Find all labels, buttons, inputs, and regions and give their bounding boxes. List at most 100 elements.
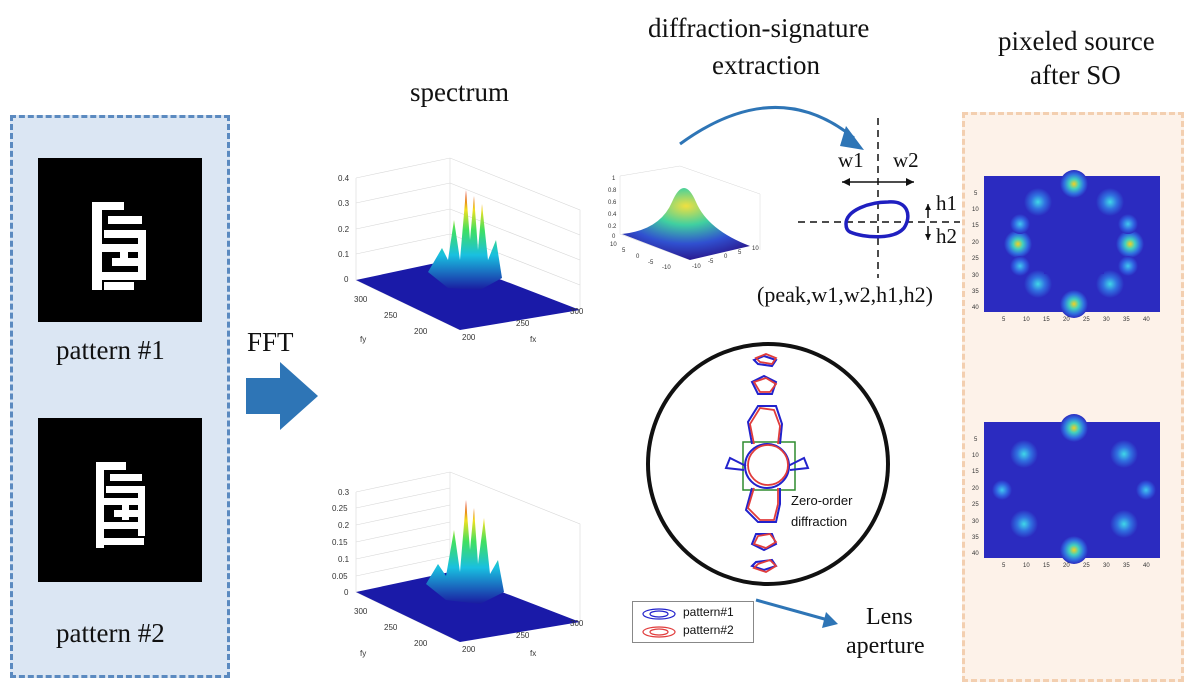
lens-label-line1: Lens — [866, 604, 913, 630]
zero-order-label-line2: diffraction — [791, 514, 848, 529]
svg-text:200: 200 — [414, 327, 428, 336]
svg-text:30: 30 — [1103, 317, 1110, 323]
spectrum-plot-top: 0.4 0.3 0.2 0.1 0 300 250 200 fy 200 250… — [338, 157, 584, 344]
source-map-bottom: 5 10 15 20 25 30 35 40 5 10 15 20 25 30 … — [972, 414, 1160, 569]
svg-text:20: 20 — [1063, 317, 1070, 323]
svg-text:30: 30 — [1103, 563, 1110, 569]
svg-text:10: 10 — [610, 242, 617, 248]
svg-text:10: 10 — [972, 207, 979, 213]
svg-text:20: 20 — [1063, 563, 1070, 569]
svg-text:10: 10 — [1023, 563, 1030, 569]
svg-text:0: 0 — [724, 254, 728, 260]
svg-text:-10: -10 — [692, 264, 701, 270]
svg-text:0.4: 0.4 — [338, 174, 350, 183]
svg-text:1: 1 — [612, 176, 616, 182]
svg-text:40: 40 — [972, 551, 979, 557]
pixeled-title-line1: pixeled source — [998, 26, 1155, 56]
svg-text:0.6: 0.6 — [608, 200, 617, 206]
svg-text:0: 0 — [612, 234, 616, 240]
signature-contour — [844, 200, 910, 239]
legend-swatches — [642, 608, 676, 638]
svg-text:0.3: 0.3 — [338, 199, 350, 208]
lens-aperture-diagram — [646, 342, 890, 586]
svg-text:10: 10 — [752, 246, 759, 252]
w2-label: w2 — [893, 148, 919, 172]
lens-label-line2: aperture — [846, 633, 925, 659]
svg-text:25: 25 — [972, 502, 979, 508]
svg-text:fy: fy — [360, 335, 366, 344]
svg-text:15: 15 — [1043, 563, 1050, 569]
pixeled-title-line2: after SO — [1030, 60, 1121, 90]
spectrum-bottom-peak — [426, 500, 504, 604]
curved-arrow-icon — [679, 105, 864, 150]
svg-text:0: 0 — [636, 254, 640, 260]
svg-text:0.1: 0.1 — [338, 555, 350, 564]
svg-text:5: 5 — [622, 248, 626, 254]
contour-legend: pattern#1 pattern#2 — [632, 601, 754, 643]
svg-text:200: 200 — [462, 645, 476, 654]
diffraction-title-line2: extraction — [712, 50, 820, 80]
svg-text:5: 5 — [974, 191, 978, 197]
svg-text:25: 25 — [1083, 317, 1090, 323]
svg-text:200: 200 — [414, 639, 428, 648]
svg-text:30: 30 — [972, 519, 979, 525]
svg-text:fx: fx — [530, 335, 536, 344]
svg-text:250: 250 — [384, 623, 398, 632]
svg-text:300: 300 — [570, 307, 584, 316]
pattern-2-image — [38, 418, 202, 582]
svg-text:0.4: 0.4 — [608, 212, 617, 218]
svg-text:10: 10 — [1023, 317, 1030, 323]
spectrum-top-base — [356, 260, 580, 330]
svg-text:5: 5 — [738, 250, 742, 256]
svg-text:0.25: 0.25 — [332, 504, 348, 513]
pattern-1-image — [38, 158, 202, 322]
legend-pattern2: pattern#2 — [683, 623, 734, 637]
svg-text:fx: fx — [530, 649, 536, 658]
svg-text:40: 40 — [972, 305, 979, 311]
gaussian-plot: 1 0.8 0.6 0.4 0.2 0 10 5 0 -5 -10 -10 -5… — [608, 165, 761, 271]
svg-text:250: 250 — [516, 319, 530, 328]
zero-order-label-line1: Zero-order — [791, 493, 853, 508]
svg-text:5: 5 — [974, 437, 978, 443]
svg-text:10: 10 — [972, 453, 979, 459]
spectrum-plot-bottom: 0.3 0.25 0.2 0.15 0.1 0.05 0 300 250 200… — [332, 471, 584, 658]
svg-text:0.15: 0.15 — [332, 538, 348, 547]
svg-text:300: 300 — [354, 607, 368, 616]
svg-text:5: 5 — [1002, 317, 1006, 323]
svg-text:35: 35 — [972, 535, 979, 541]
signature-diagram — [798, 118, 960, 278]
pattern-1-glyph — [92, 202, 146, 290]
svg-text:40: 40 — [1143, 317, 1150, 323]
spectrum-title: spectrum — [410, 77, 509, 107]
svg-text:25: 25 — [972, 256, 979, 262]
spectrum-top-peak — [428, 190, 502, 290]
svg-text:300: 300 — [570, 619, 584, 628]
svg-text:200: 200 — [462, 333, 476, 342]
fft-label: FFT — [247, 327, 294, 357]
svg-text:-5: -5 — [648, 260, 654, 266]
spectrum-bottom-base — [356, 572, 580, 642]
svg-text:35: 35 — [1123, 317, 1130, 323]
svg-text:30: 30 — [972, 273, 979, 279]
fft-arrow-icon — [246, 362, 318, 430]
pattern-1-label: pattern #1 — [56, 335, 165, 365]
pattern-2-glyph — [96, 462, 145, 548]
gaussian-surface — [622, 188, 750, 260]
svg-text:40: 40 — [1143, 563, 1150, 569]
lens-aperture-circle — [646, 342, 890, 586]
svg-text:-5: -5 — [708, 259, 714, 265]
svg-text:25: 25 — [1083, 563, 1090, 569]
svg-text:0.2: 0.2 — [338, 225, 350, 234]
svg-text:250: 250 — [516, 631, 530, 640]
h1-label: h1 — [936, 191, 957, 215]
svg-text:15: 15 — [972, 469, 979, 475]
svg-text:0.8: 0.8 — [608, 188, 617, 194]
svg-text:-10: -10 — [662, 265, 671, 271]
w1-label: w1 — [838, 148, 864, 172]
h2-label: h2 — [936, 224, 957, 248]
legend-pattern1: pattern#1 — [683, 605, 734, 619]
svg-text:250: 250 — [384, 311, 398, 320]
svg-text:0: 0 — [344, 588, 349, 597]
zero-order-box — [742, 441, 796, 491]
